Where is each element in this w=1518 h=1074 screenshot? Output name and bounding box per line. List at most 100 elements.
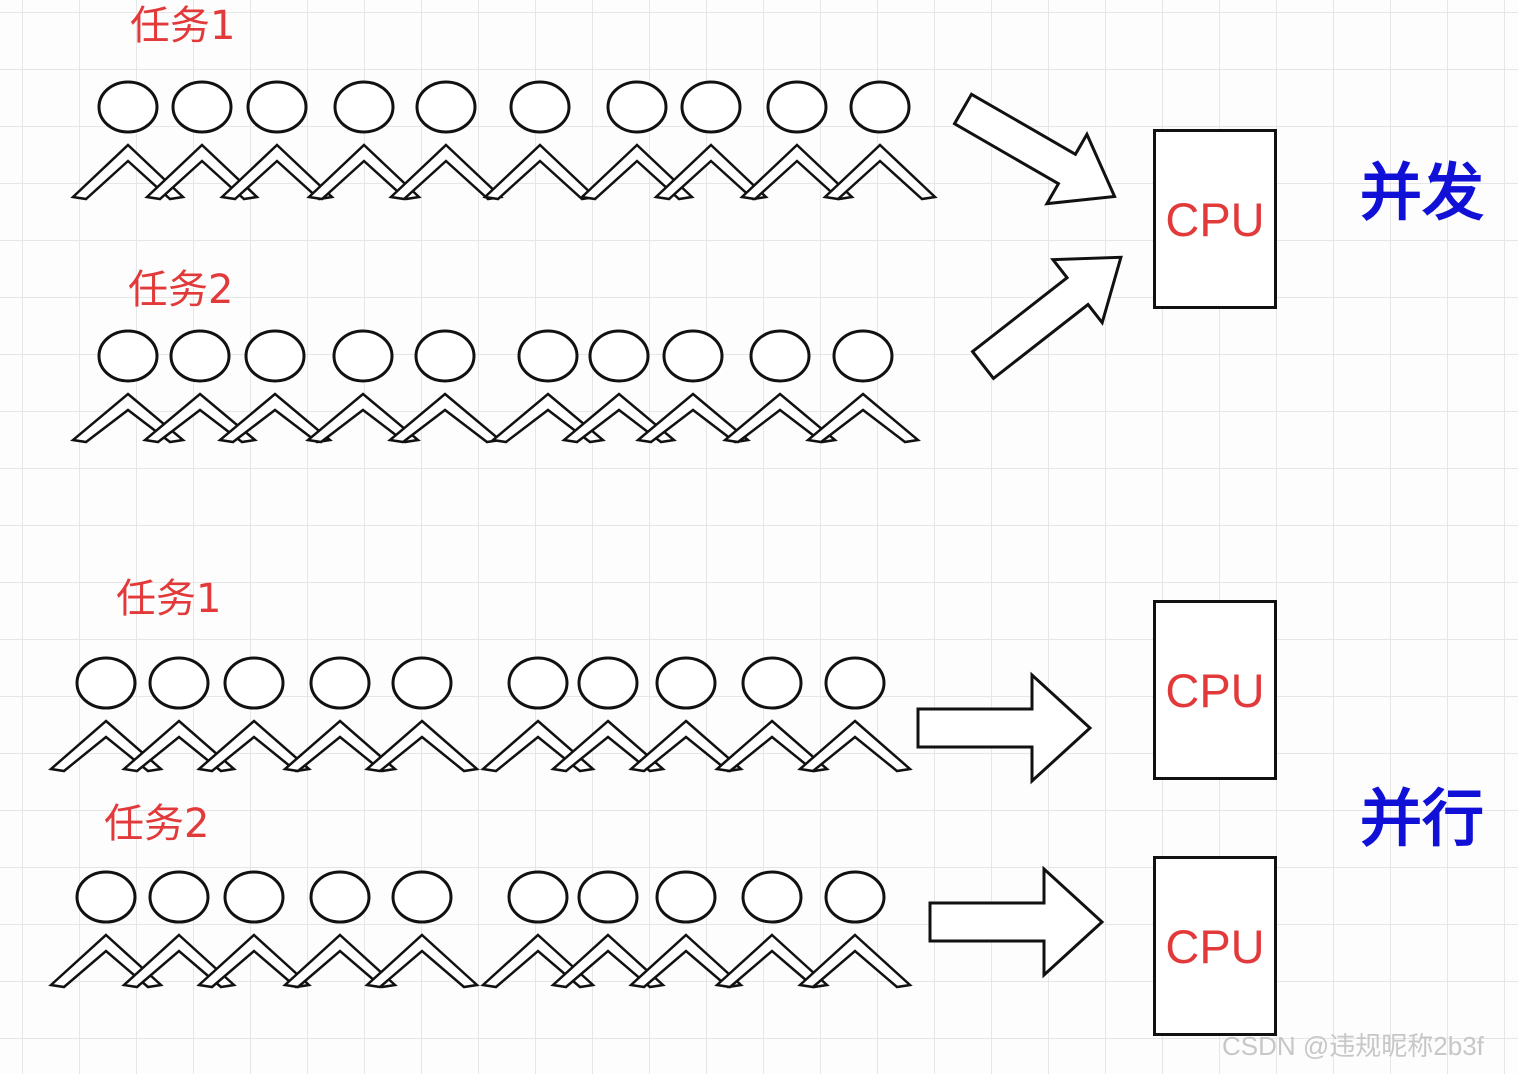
stick-figure-body xyxy=(121,719,237,773)
stick-figure-body xyxy=(196,719,312,773)
concurrent-task2-queue xyxy=(70,329,921,444)
concurrent-task1-label: 任务1 xyxy=(130,3,236,49)
stick-figure xyxy=(121,870,237,989)
stick-figure-head xyxy=(223,656,285,710)
stick-figure-head xyxy=(246,80,308,134)
stick-figure-body xyxy=(482,143,598,201)
parallel-cpu2-box: CPU xyxy=(1153,856,1277,1036)
parallel-cpu1-label: CPU xyxy=(1165,663,1265,717)
stick-figure-body xyxy=(306,143,422,201)
stick-figure-head xyxy=(741,656,803,710)
stick-figure-head xyxy=(414,329,476,383)
stick-figure-body xyxy=(48,933,164,989)
stick-figure xyxy=(144,80,260,201)
parallel-task2-queue xyxy=(48,870,913,989)
stick-figure xyxy=(142,329,258,444)
stick-figure-head xyxy=(662,329,724,383)
parallel-task1-queue xyxy=(48,656,913,773)
stick-figure-head xyxy=(577,870,639,924)
stick-figure-head xyxy=(97,80,159,134)
stick-figure-head xyxy=(309,656,371,710)
stick-figure-head xyxy=(333,80,395,134)
stick-figure-head xyxy=(507,656,569,710)
stick-figure xyxy=(653,80,769,201)
stick-figure xyxy=(282,656,398,773)
stick-figure-body xyxy=(282,719,398,773)
stick-figure-body xyxy=(550,933,666,989)
stick-figure-head xyxy=(223,870,285,924)
stick-figure-body xyxy=(822,143,938,201)
stick-figure xyxy=(388,80,504,201)
stick-figure-head xyxy=(75,656,137,710)
stick-figure-body xyxy=(70,143,186,201)
stick-figure-head xyxy=(391,870,453,924)
stick-figure-head xyxy=(680,80,742,134)
stick-figure-head xyxy=(309,870,371,924)
stick-figure xyxy=(805,329,921,444)
stick-figure xyxy=(196,870,312,989)
parallel-mode-label: 并行 xyxy=(1360,782,1485,855)
stick-figure xyxy=(217,329,333,444)
concurrent-cpu-label: CPU xyxy=(1165,192,1265,246)
stick-figure xyxy=(364,656,480,773)
stick-figure-head xyxy=(832,329,894,383)
stick-figure xyxy=(306,80,422,201)
stick-figure xyxy=(797,870,913,989)
stick-figure-body xyxy=(797,719,913,773)
stick-figure-body xyxy=(387,392,503,444)
stick-figure xyxy=(219,80,335,201)
stick-figure-body xyxy=(364,933,480,989)
stick-figure-head xyxy=(509,80,571,134)
stick-figure xyxy=(121,656,237,773)
stick-figure-body xyxy=(305,392,421,444)
stick-figure xyxy=(822,80,938,201)
stick-figure-head xyxy=(75,870,137,924)
stick-figure xyxy=(305,329,421,444)
stick-figure-head xyxy=(517,329,579,383)
stick-figure xyxy=(635,329,751,444)
stick-figure-head xyxy=(766,80,828,134)
stick-figure-body xyxy=(722,392,838,444)
stick-figure xyxy=(550,656,666,773)
stick-figure-body xyxy=(714,933,830,989)
stick-figure-head xyxy=(824,870,886,924)
concurrent-task1-arrow xyxy=(952,92,1117,206)
stick-figure-head xyxy=(606,80,668,134)
stick-figure-head xyxy=(148,870,210,924)
stick-figure-body xyxy=(364,719,480,773)
stick-figure xyxy=(579,80,695,201)
stick-figure-head xyxy=(148,656,210,710)
stick-figure-head xyxy=(507,870,569,924)
stick-figure-head xyxy=(332,329,394,383)
stick-figure-head xyxy=(577,656,639,710)
stick-figure-body xyxy=(628,719,744,773)
concurrent-task2-label: 任务2 xyxy=(128,267,234,313)
stick-figure-body xyxy=(196,933,312,989)
stick-figure-body xyxy=(739,143,855,201)
stick-figure xyxy=(482,80,598,201)
stick-figure-head xyxy=(588,329,650,383)
stick-figure-body xyxy=(48,719,164,773)
stick-figure xyxy=(387,329,503,444)
stick-figure xyxy=(48,656,164,773)
stick-figure-body xyxy=(282,933,398,989)
concurrent-task2-arrow xyxy=(970,255,1123,381)
stick-figure-head xyxy=(169,329,231,383)
stick-figure-head xyxy=(741,870,803,924)
stick-figure-head xyxy=(415,80,477,134)
stick-figure xyxy=(714,870,830,989)
stick-figure-body xyxy=(142,392,258,444)
stick-figure-body xyxy=(388,143,504,201)
stick-figure-body xyxy=(121,933,237,989)
stick-figure xyxy=(196,656,312,773)
parallel-task1-arrow xyxy=(916,671,1093,785)
stick-figure xyxy=(364,870,480,989)
stick-figure-body xyxy=(561,392,677,444)
stick-figure xyxy=(797,656,913,773)
stick-figure-body xyxy=(219,143,335,201)
stick-figure xyxy=(282,870,398,989)
parallel-task2-arrow xyxy=(928,865,1105,979)
stick-figure xyxy=(739,80,855,201)
stick-figure-body xyxy=(714,719,830,773)
